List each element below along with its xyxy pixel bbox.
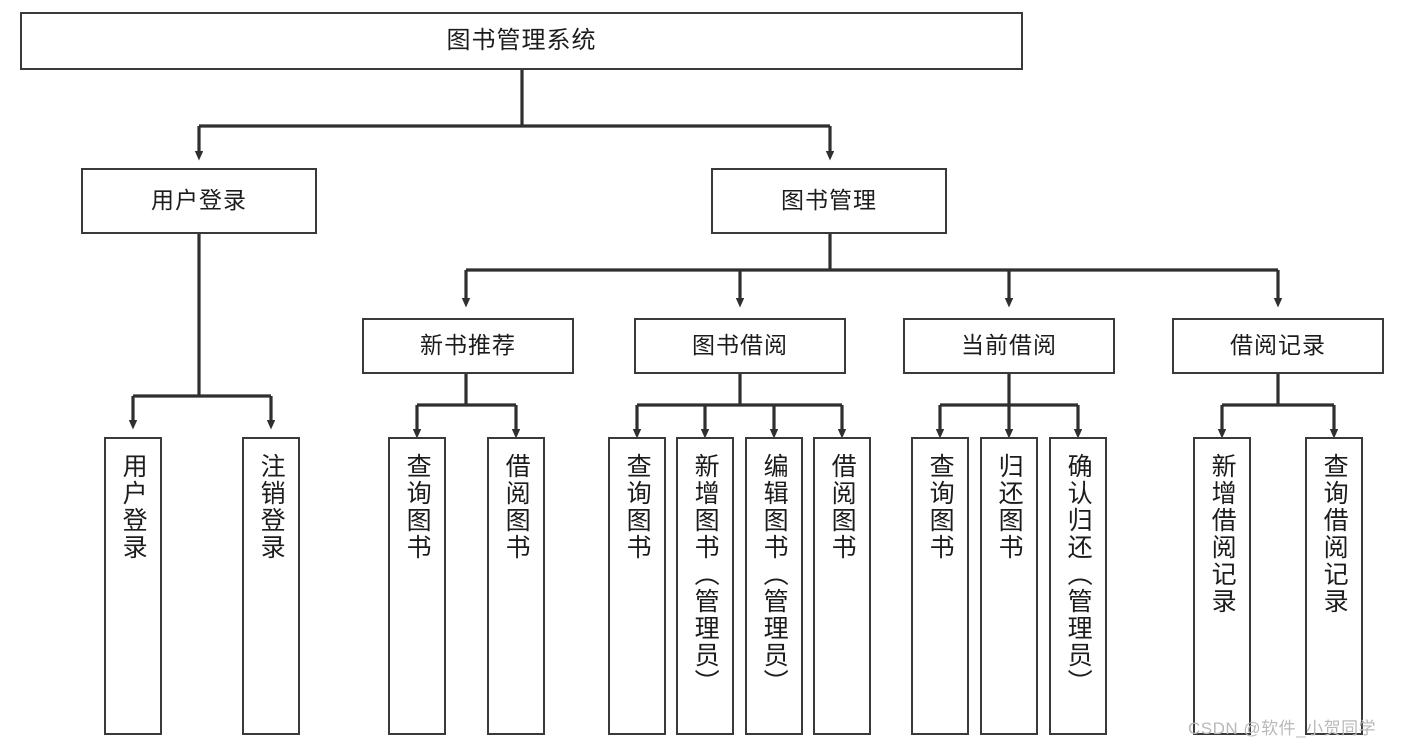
node-label: 查询图书 [926, 453, 955, 561]
node-label: 新增图书（管理员） [691, 453, 720, 696]
node-label: 图书借阅 [692, 332, 788, 359]
node-label: 借阅记录 [1230, 332, 1326, 359]
node-root-system[interactable]: 图书管理系统 [20, 12, 1023, 70]
leaf-current-return[interactable]: 归还图书 [980, 437, 1038, 735]
leaf-borrow-add-book[interactable]: 新增图书（管理员） [676, 437, 734, 735]
node-label: 图书管理 [781, 187, 877, 214]
node-label: 新增借阅记录 [1208, 453, 1237, 615]
leaf-user-login[interactable]: 用户登录 [104, 437, 162, 735]
node-user-login[interactable]: 用户登录 [81, 168, 317, 234]
node-label: 查询图书 [403, 453, 432, 561]
leaf-user-logout[interactable]: 注销登录 [242, 437, 300, 735]
node-current-borrow[interactable]: 当前借阅 [903, 318, 1115, 374]
leaf-current-confirm-return[interactable]: 确认归还（管理员） [1049, 437, 1107, 735]
node-label: 确认归还（管理员） [1064, 453, 1093, 696]
node-label: 借阅图书 [502, 453, 531, 561]
node-book-borrow[interactable]: 图书借阅 [634, 318, 846, 374]
node-label: 借阅图书 [828, 453, 857, 561]
node-label: 查询借阅记录 [1320, 453, 1349, 615]
node-label: 当前借阅 [961, 332, 1057, 359]
leaf-current-query[interactable]: 查询图书 [911, 437, 969, 735]
node-book-management[interactable]: 图书管理 [711, 168, 947, 234]
node-label: 用户登录 [119, 453, 148, 561]
leaf-newbook-query[interactable]: 查询图书 [388, 437, 446, 735]
node-new-book-recommend[interactable]: 新书推荐 [362, 318, 574, 374]
leaf-borrow-edit-book[interactable]: 编辑图书（管理员） [745, 437, 803, 735]
node-label: 编辑图书（管理员） [760, 453, 789, 696]
leaf-records-add[interactable]: 新增借阅记录 [1193, 437, 1251, 735]
node-borrow-records[interactable]: 借阅记录 [1172, 318, 1384, 374]
leaf-newbook-borrow[interactable]: 借阅图书 [487, 437, 545, 735]
node-label: 新书推荐 [420, 332, 516, 359]
leaf-borrow-borrow-book[interactable]: 借阅图书 [813, 437, 871, 735]
node-label: 用户登录 [151, 187, 247, 214]
node-label: 查询图书 [623, 453, 652, 561]
leaf-records-query[interactable]: 查询借阅记录 [1305, 437, 1363, 735]
leaf-borrow-query[interactable]: 查询图书 [608, 437, 666, 735]
node-label: 归还图书 [995, 453, 1024, 561]
node-label: 注销登录 [257, 453, 286, 561]
node-label: 图书管理系统 [446, 26, 597, 54]
